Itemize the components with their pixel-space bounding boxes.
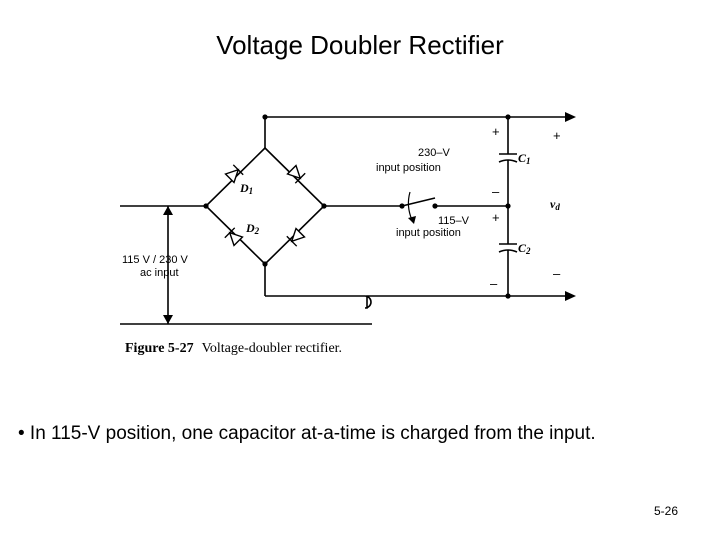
selector-switch-blade xyxy=(401,197,436,207)
label-d1: D1 xyxy=(239,181,253,196)
bottom-output-arrow xyxy=(565,291,576,301)
label-230v-line1: 230–V xyxy=(418,147,450,159)
bottom-rail-wire xyxy=(265,295,565,309)
switch-pivot xyxy=(399,203,405,209)
page-number: 5-26 xyxy=(654,504,679,518)
diode-bridge xyxy=(204,147,326,266)
label-115v-line2: input position xyxy=(396,227,461,239)
node-capacitor-mid xyxy=(505,203,511,209)
label-230v-line2: input position xyxy=(376,162,441,174)
node-top xyxy=(262,114,268,120)
label-ac-line2: ac input xyxy=(140,267,179,279)
diode-upper-right-symbol xyxy=(286,164,306,184)
top-output-arrow xyxy=(565,112,576,122)
c2-minus-sign: – xyxy=(490,276,498,291)
diode-d2-symbol xyxy=(224,227,244,247)
voltage-doubler-circuit-diagram: D1 D2 C1 C2 vd 230–V input position 115–… xyxy=(120,112,576,356)
label-c2: C2 xyxy=(518,241,531,256)
node-bridge-right xyxy=(321,203,327,209)
label-ac-line1: 115 V / 230 V xyxy=(122,254,189,266)
node-bridge-bottom xyxy=(262,261,268,267)
diode-d1-symbol xyxy=(224,164,244,184)
node-bridge-left xyxy=(203,203,209,209)
label-vd: vd xyxy=(550,197,560,212)
label-115v-line1: 115–V xyxy=(438,215,470,227)
ac-dim-arrow-up xyxy=(163,206,173,215)
slide-title: Voltage Doubler Rectifier xyxy=(216,30,504,60)
switch-contact xyxy=(432,203,438,209)
node-c1-top xyxy=(505,114,511,120)
switch-motion-arrow xyxy=(408,216,416,224)
label-c1: C1 xyxy=(518,151,531,166)
switch-motion-arc xyxy=(407,191,413,221)
c2-plus-sign: + xyxy=(492,210,500,225)
label-d2: D2 xyxy=(245,221,260,236)
ac-dim-arrow-down xyxy=(163,315,173,324)
node-c2-bottom xyxy=(505,293,511,299)
diode-lower-right-symbol xyxy=(286,227,306,247)
c1-plus-sign: + xyxy=(492,124,500,139)
bullet-text: • In 115-V position, one capacitor at-a-… xyxy=(18,423,596,444)
output-plus-sign: + xyxy=(553,128,561,143)
c1-minus-sign: – xyxy=(492,184,500,199)
output-minus-sign: – xyxy=(553,266,561,281)
